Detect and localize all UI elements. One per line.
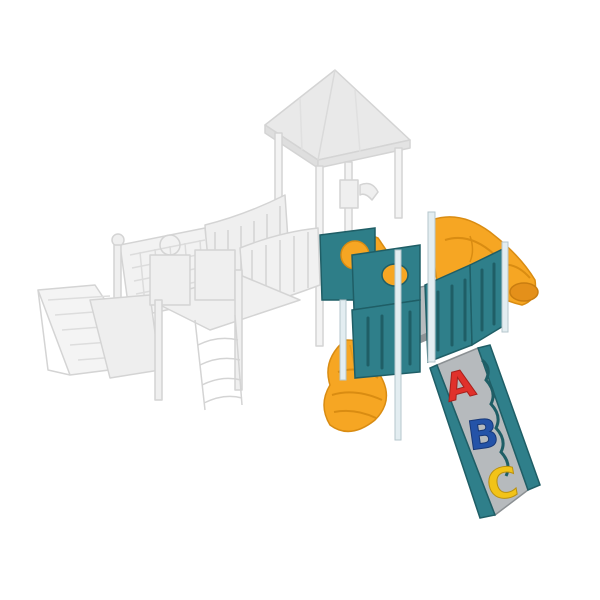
abc-climber-panel — [429, 344, 541, 519]
ghost-roof — [264, 69, 411, 169]
teal-right-panel — [424, 246, 506, 364]
ghost-bridge — [37, 284, 161, 379]
ghost-mid-deck — [149, 249, 301, 401]
ghosted-structure — [37, 69, 411, 411]
ghost-seat — [339, 179, 379, 209]
teal-center-panel — [351, 244, 421, 379]
letter-b: B — [465, 410, 502, 460]
structure-posts — [339, 211, 509, 441]
ghost-ladder — [194, 314, 243, 411]
abc-letters: A B C — [439, 360, 522, 511]
